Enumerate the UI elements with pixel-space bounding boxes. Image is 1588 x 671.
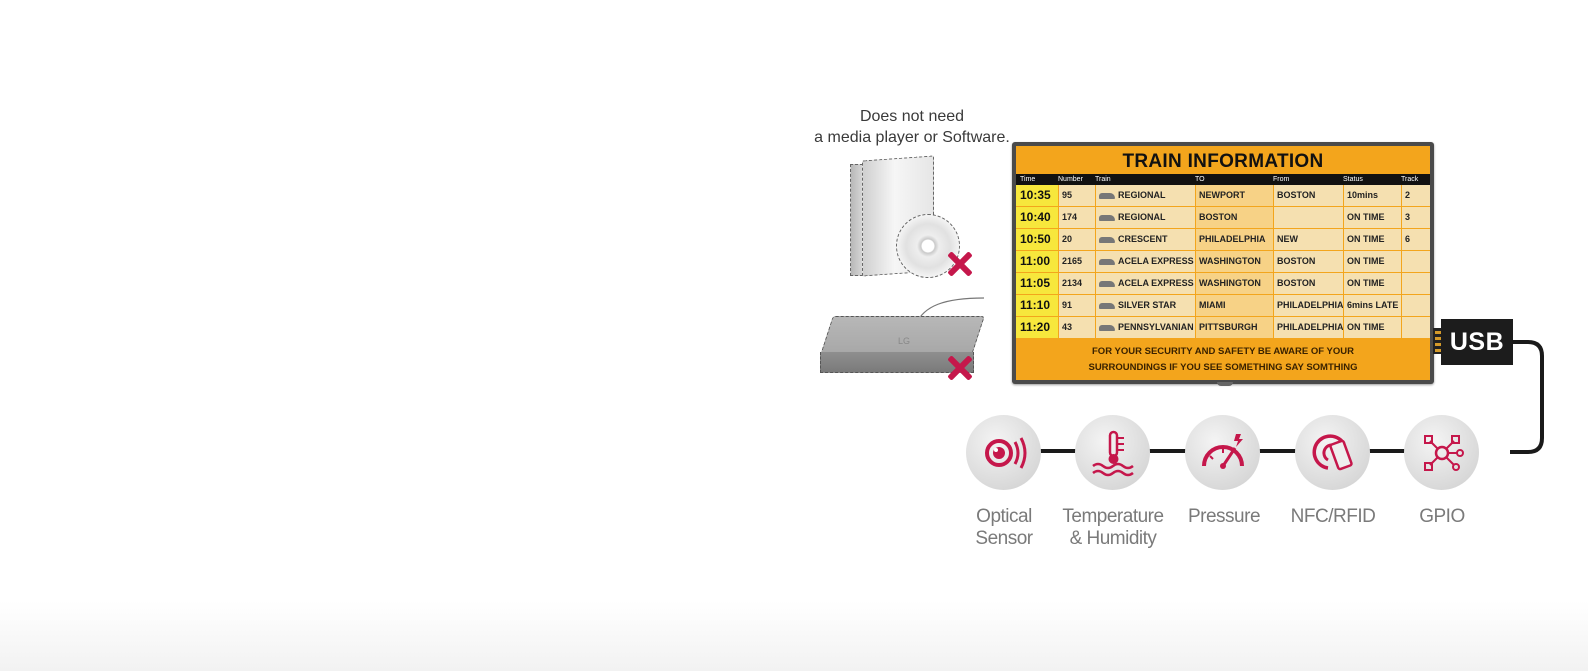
cell-status: ON TIME [1343, 317, 1401, 338]
note-line-1: Does not need [859, 108, 965, 125]
notice-line-1: FOR YOUR SECURITY AND SAFETY BE AWARE OF… [1092, 346, 1354, 357]
temperature-humidity-icon [1075, 415, 1150, 490]
cell-train: REGIONAL [1095, 207, 1195, 228]
cell-time: 10:50 [1016, 229, 1058, 250]
cell-to: MIAMI [1195, 295, 1273, 316]
cell-from [1273, 207, 1343, 228]
cell-from: PHILADELPHIA [1273, 295, 1344, 316]
bottom-fade [0, 601, 1588, 671]
train-icon [1099, 280, 1115, 287]
header-to: TO [1195, 176, 1205, 183]
cell-status: ON TIME [1343, 273, 1401, 294]
screen-title: TRAIN INFORMATION [1122, 151, 1324, 172]
cell-status: 6mins LATE [1343, 295, 1401, 316]
cell-num: 174 [1058, 207, 1095, 228]
usb-cable [1510, 340, 1544, 454]
sensor-label-pressure: Pressure [1187, 506, 1261, 527]
cell-time: 11:00 [1016, 251, 1058, 272]
cell-to: PHILADELPHIA [1195, 229, 1273, 250]
sensor-label-temperature: Temperature & Humidity [1062, 506, 1164, 549]
cell-from: BOSTON [1273, 185, 1343, 206]
cell-num: 43 [1058, 317, 1095, 338]
cell-train: PENNSYLVANIAN [1095, 317, 1195, 338]
monitor-stand [1217, 382, 1233, 386]
header-number: Number [1058, 176, 1083, 183]
cross-icon [946, 354, 974, 382]
table-header: Time Number Train TO From Status Track [1016, 174, 1430, 185]
usb-label: USB [1441, 319, 1513, 365]
signage-monitor: TRAIN INFORMATION Time Number Train TO F… [1012, 142, 1434, 384]
train-info-screen: TRAIN INFORMATION Time Number Train TO F… [1016, 146, 1430, 380]
cell-track: 3 [1401, 207, 1430, 228]
cell-train: SILVER STAR [1095, 295, 1195, 316]
pressure-gauge-icon [1185, 415, 1260, 490]
cell-status: ON TIME [1343, 207, 1401, 228]
nfc-rfid-icon [1295, 415, 1370, 490]
cell-track [1401, 251, 1430, 272]
safety-notice: FOR YOUR SECURITY AND SAFETY BE AWARE OF… [1016, 344, 1430, 376]
train-icon [1099, 214, 1115, 221]
train-icon [1099, 258, 1115, 265]
player-logo: LG [898, 336, 911, 346]
software-box-spine [850, 164, 863, 276]
cell-status: 10mins LATE [1343, 185, 1401, 221]
cell-to: NEWPORT NEWS [1195, 185, 1273, 221]
cell-to: PITTSBURGH [1195, 317, 1273, 338]
train-icon [1099, 324, 1115, 331]
header-track: Track [1401, 176, 1419, 183]
notice-line-2: SURROUNDINGS IF YOU SEE SOMETHING SAY SO… [1088, 362, 1358, 373]
cell-train: CRESCENT [1095, 229, 1195, 250]
train-icon [1099, 302, 1115, 309]
cell-status: ON TIME [1343, 229, 1401, 250]
cell-status: ON TIME [1343, 251, 1401, 272]
usb-connector [1433, 328, 1443, 354]
cell-num: 2134 [1058, 273, 1095, 294]
cell-track: 2 [1401, 185, 1430, 206]
cell-num: 20 [1058, 229, 1095, 250]
header-from: From [1273, 176, 1290, 183]
note-line-2: a media player or Software. [814, 129, 1010, 146]
optical-sensor-icon [966, 415, 1041, 490]
sensor-label-optical: Optical Sensor [975, 506, 1033, 549]
train-icon [1099, 192, 1115, 199]
cell-num: 95 [1058, 185, 1095, 206]
cell-time: 10:35 [1016, 185, 1058, 206]
cell-track [1401, 295, 1430, 316]
cell-from: BOSTON [1273, 251, 1343, 272]
no-player-note: Does not need a media player or Software… [800, 106, 1024, 148]
cell-train: REGIONAL [1095, 185, 1195, 206]
cell-from: BOSTON [1273, 273, 1343, 294]
sensor-label-nfc: NFC/RFID [1290, 506, 1376, 527]
cell-train: ACELA EXPRESS [1095, 273, 1195, 294]
cell-from: PHILADELPHIA [1273, 317, 1344, 338]
cross-icon [946, 250, 974, 278]
cell-to: WASHINGTON [1195, 273, 1273, 294]
cell-track: 6 [1401, 229, 1430, 250]
cell-to: BOSTON [1195, 207, 1273, 228]
gpio-icon [1404, 415, 1479, 490]
cell-time: 11:05 [1016, 273, 1058, 294]
cell-to: WASHINGTON [1195, 251, 1273, 272]
train-icon [1099, 236, 1115, 243]
cell-num: 91 [1058, 295, 1095, 316]
header-time: Time [1020, 176, 1036, 183]
cell-track [1401, 273, 1430, 294]
header-train: Train [1095, 176, 1111, 183]
cell-train: ACELA EXPRESS [1095, 251, 1195, 272]
cell-num: 2165 [1058, 251, 1095, 272]
cell-time: 10:40 [1016, 207, 1058, 228]
cell-from: NEW ORLEANS [1273, 229, 1343, 265]
header-status: Status [1343, 176, 1363, 183]
cell-track [1401, 317, 1430, 338]
cell-time: 11:10 [1016, 295, 1058, 316]
cell-time: 11:20 [1016, 317, 1058, 338]
sensor-label-gpio: GPIO [1419, 506, 1465, 527]
